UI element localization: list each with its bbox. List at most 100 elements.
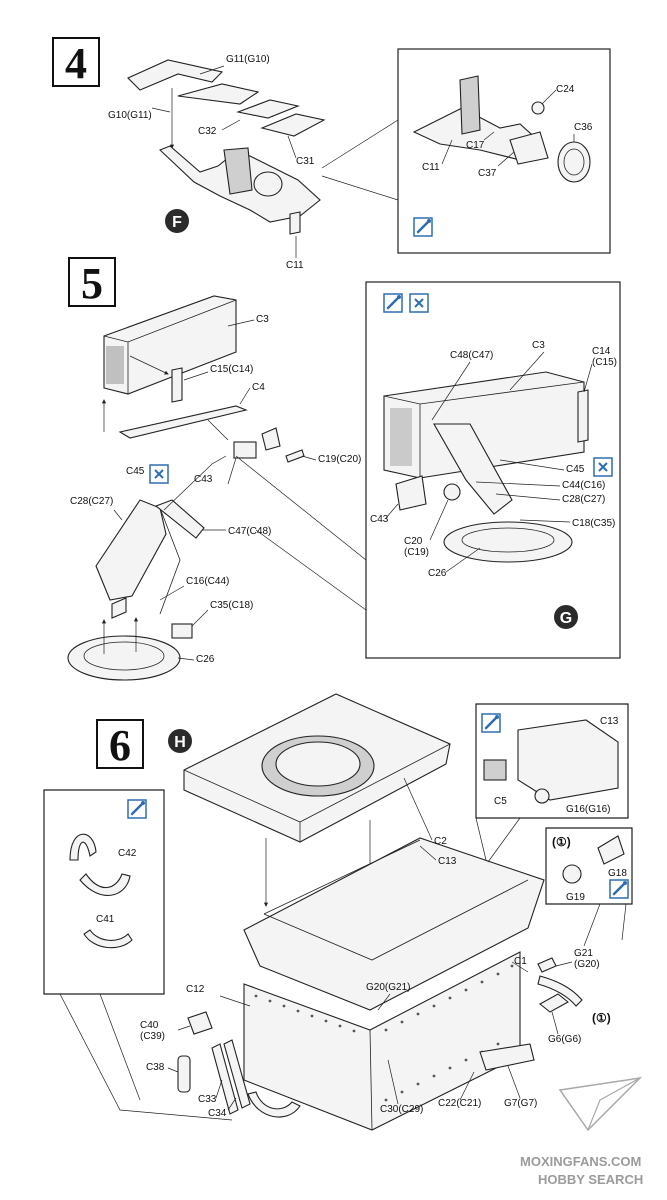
detail-label-c37: C37 bbox=[478, 168, 497, 179]
detail-label-c17: C17 bbox=[466, 140, 485, 151]
paint-icon bbox=[413, 217, 433, 237]
detail-label-g18: G18 bbox=[608, 868, 627, 879]
detail-g18 bbox=[597, 835, 625, 865]
subassembly-badge-f bbox=[165, 209, 189, 233]
step-6-number: 6 bbox=[109, 721, 131, 770]
part-c31 bbox=[260, 113, 326, 137]
part-c38 bbox=[177, 1055, 191, 1093]
part-g11-bracket bbox=[177, 83, 260, 105]
part-c11-foot bbox=[289, 211, 301, 235]
part-c11-post bbox=[223, 147, 253, 195]
paint-icon bbox=[383, 293, 403, 313]
detail-c43 bbox=[395, 475, 427, 511]
label-c4: C4 bbox=[252, 382, 265, 393]
step-6: 6 H C2 C13 C1 G21(G2 bbox=[43, 693, 633, 1131]
step-5: 5 C3 C15(C14) bbox=[67, 257, 621, 681]
label-c33: C33 bbox=[198, 1094, 217, 1105]
part-c28-frame bbox=[95, 499, 167, 601]
label-g21-g20: G21(G20) bbox=[574, 948, 600, 970]
part-c40 bbox=[187, 1011, 213, 1035]
paint-icon bbox=[609, 879, 629, 899]
part-g7 bbox=[479, 1043, 535, 1071]
label-c2: C2 bbox=[434, 836, 447, 847]
detail-label-c3: C3 bbox=[532, 340, 545, 351]
part-c34-hook bbox=[247, 1091, 301, 1118]
detail-c26-turntable bbox=[443, 521, 573, 563]
subassembly-badge-f-label: F bbox=[172, 214, 182, 231]
label-g7-g7: G7(G7) bbox=[504, 1098, 537, 1109]
paint-icon bbox=[481, 713, 501, 733]
detail-label-c11: C11 bbox=[422, 162, 440, 173]
detail-label-g16-g16: G16(G16) bbox=[566, 804, 610, 815]
label-c32: C32 bbox=[198, 126, 217, 137]
part-g10-bracket bbox=[127, 59, 224, 91]
label-g20-g21: G20(G21) bbox=[366, 982, 410, 993]
label-c13: C13 bbox=[438, 856, 457, 867]
label-c28-c27: C28(C27) bbox=[70, 496, 113, 507]
label-c12: C12 bbox=[186, 984, 205, 995]
detail-c24-knob bbox=[531, 101, 545, 115]
subassembly-badge-h bbox=[168, 729, 192, 753]
label-g10-g11: G10(G11) bbox=[108, 110, 152, 121]
detail-label-c13: C13 bbox=[600, 716, 619, 727]
detail-g16 bbox=[534, 788, 550, 804]
subassembly-badge-h-label: H bbox=[174, 734, 186, 751]
label-g11-g10: G11(G10) bbox=[226, 54, 270, 65]
detail-label-c26: C26 bbox=[428, 568, 447, 579]
detail-c5-box bbox=[483, 759, 507, 781]
part-c3-launcher-box bbox=[103, 295, 237, 395]
label-c1: C1 bbox=[514, 956, 527, 967]
label-c34: C34 bbox=[208, 1108, 227, 1119]
subassembly-badge-g-label: G bbox=[560, 610, 572, 627]
label-c30-c29: C30(C29) bbox=[380, 1104, 423, 1115]
part-c47-arm bbox=[154, 499, 205, 539]
watermark-line2: HOBBY SEARCH bbox=[538, 1172, 643, 1187]
part-c19-bracket bbox=[261, 427, 281, 451]
detail-label-c42: C42 bbox=[118, 848, 137, 859]
part-c34 bbox=[223, 1039, 251, 1109]
step-6-left-detail-box bbox=[43, 789, 165, 995]
label-c16-c44: C16(C44) bbox=[186, 576, 229, 587]
detail-label-g19: G19 bbox=[566, 892, 585, 903]
part-c28-foot bbox=[111, 597, 127, 619]
part-c32 bbox=[236, 99, 300, 119]
glue-icon bbox=[409, 293, 429, 313]
step-5-detail-box bbox=[365, 281, 621, 659]
detail-label-c24: C24 bbox=[556, 84, 575, 95]
label-c22-c21: C22(C21) bbox=[438, 1098, 481, 1109]
paper-plane-logo bbox=[558, 1076, 643, 1132]
label-c31: C31 bbox=[296, 156, 315, 167]
part-c26-turntable bbox=[67, 635, 181, 681]
label-c19-c20: C19(C20) bbox=[318, 454, 361, 465]
label-c26: C26 bbox=[196, 654, 215, 665]
paint-icon bbox=[127, 799, 147, 819]
detail-c28-frame bbox=[433, 423, 513, 515]
detail-g19 bbox=[562, 864, 582, 884]
part-c13-tray bbox=[243, 837, 545, 1011]
step-6-g-detail-box bbox=[545, 827, 633, 905]
detail-c3-launcher bbox=[383, 371, 585, 479]
detail-label-c48-c47: C48(C47) bbox=[450, 350, 493, 361]
step-4-detail-box bbox=[397, 48, 611, 254]
choice-mark-1: (①) bbox=[592, 1011, 611, 1025]
detail-label-c43: C43 bbox=[370, 514, 389, 525]
label-c47-c48: C47(C48) bbox=[228, 526, 271, 537]
hull-rivets bbox=[254, 964, 514, 1102]
detail-c42-hook bbox=[69, 833, 97, 861]
part-c19 bbox=[285, 449, 305, 463]
glue-icon bbox=[593, 457, 613, 477]
step-4-box bbox=[52, 37, 100, 87]
step-5-box bbox=[68, 257, 116, 307]
watermark: MOXINGFANS.COM HOBBY SEARCH bbox=[520, 1076, 643, 1187]
detail-label-c45: C45 bbox=[566, 464, 585, 475]
detail-label-c18-c35: C18(C35) bbox=[572, 518, 615, 529]
part-c11-drum bbox=[253, 171, 283, 197]
detail-label-c14-c15: C14(C15) bbox=[592, 346, 617, 368]
step-4: 4 G11(G10) G10(G11) C32 C31 C11 F C24 bbox=[52, 37, 611, 271]
detail-label-c41: C41 bbox=[96, 914, 115, 925]
glue-icon bbox=[149, 464, 169, 484]
detail-label-c20-c19: C20(C19) bbox=[404, 536, 429, 558]
label-c15-c14: C15(C14) bbox=[210, 364, 253, 375]
choice-mark-2: (①) bbox=[552, 835, 571, 849]
